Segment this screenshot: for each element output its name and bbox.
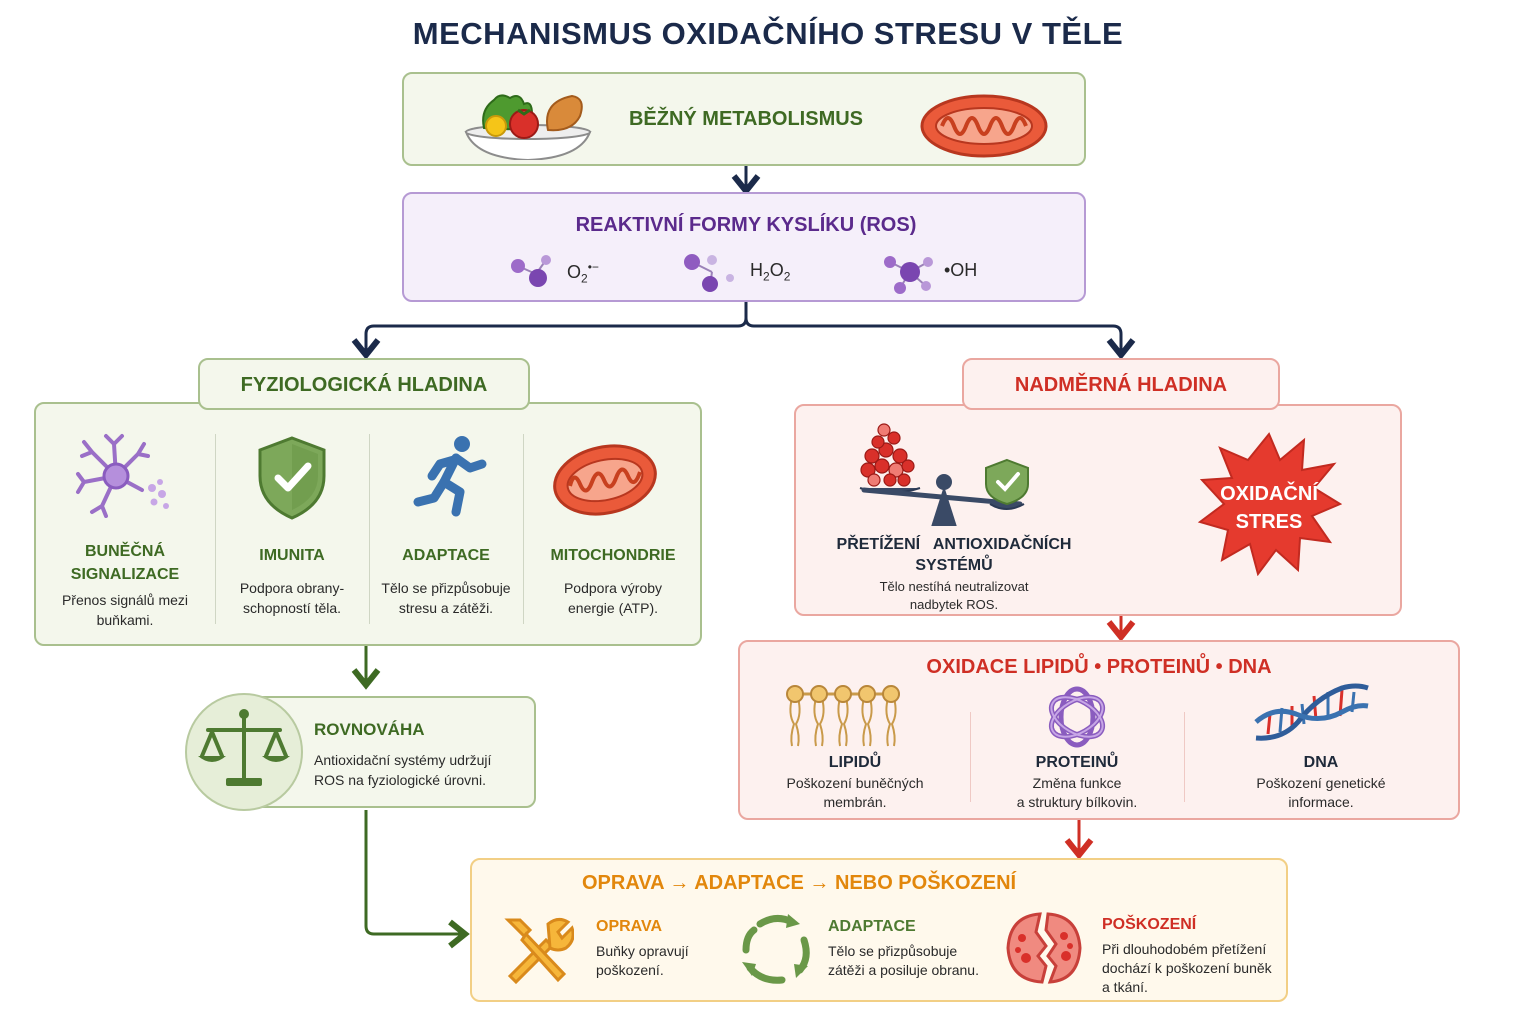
balance-title: ROVNOVÁHA xyxy=(314,720,425,739)
overloaded-scale-icon xyxy=(859,423,1029,526)
superoxide-molecule-icon xyxy=(511,255,551,287)
dna-title: DNA xyxy=(1303,754,1339,771)
mitochondria-title: MITOCHONDRIE xyxy=(550,547,676,564)
arrow-balance-to-outcome xyxy=(364,810,470,949)
ros-label: REAKTIVNÍ FORMY KYSLÍKU (ROS) xyxy=(575,214,917,236)
oxidative-stress-burst-icon xyxy=(1197,432,1342,576)
peroxide-molecule-icon xyxy=(684,254,734,292)
food-bowl-icon xyxy=(464,94,592,160)
ros-species-hydroxyl: •OH xyxy=(944,260,978,280)
outcome-adaptation-title: ADAPTACE xyxy=(828,918,916,935)
outcome-box: OPRAVA → ADAPTACE → NEBO POŠKOZENÍ OPRAV… xyxy=(470,858,1288,1002)
physiological-label: FYZIOLOGICKÁ HLADINA xyxy=(240,374,488,396)
adaptation-cycle-icon xyxy=(742,914,810,984)
repair-title: OPRAVA xyxy=(596,918,663,935)
mitochondria-icon xyxy=(920,94,1048,158)
damage-title: POŠKOZENÍ xyxy=(1102,916,1197,933)
immunity-desc: Podpora obrany-schopností těla. xyxy=(239,580,345,616)
ros-box: REAKTIVNÍ FORMY KYSLÍKU (ROS) O2•− H2O2 … xyxy=(402,192,1086,302)
immunity-title: IMUNITA xyxy=(259,547,325,564)
damaged-cell-icon xyxy=(1006,912,1082,984)
wrench-screwdriver-icon xyxy=(504,917,574,985)
divider xyxy=(523,434,524,624)
outcome-label: OPRAVA → ADAPTACE → NEBO POŠKOZENÍ xyxy=(582,872,1017,894)
hydroxyl-molecule-icon xyxy=(884,256,933,294)
mitochondria-icon xyxy=(553,444,657,516)
divider xyxy=(215,434,216,624)
runner-icon xyxy=(413,436,487,517)
protein-knot-icon xyxy=(1048,686,1106,748)
proteins-title: PROTEINŮ xyxy=(1035,754,1119,771)
divider xyxy=(369,434,370,624)
lipid-membrane-icon xyxy=(786,685,900,747)
ros-species-superoxide: O2•− xyxy=(567,260,599,286)
arrow-ros-split xyxy=(351,302,1136,360)
divider xyxy=(1184,712,1185,802)
divider xyxy=(970,712,971,802)
metabolism-label: BĚŽNÝ METABOLISMUS xyxy=(628,108,864,130)
shield-check-icon xyxy=(258,436,326,520)
neuron-icon xyxy=(76,434,169,518)
metabolism-box: BĚŽNÝ METABOLISMUS xyxy=(402,72,1086,166)
scale-balance-icon xyxy=(185,693,303,811)
dna-helix-icon xyxy=(1254,683,1369,741)
adaptation-title: ADAPTACE xyxy=(402,547,490,564)
page-title: MECHANISMUS OXIDAČNÍHO STRESU V TĚLE xyxy=(412,16,1124,51)
lipids-title: LIPIDŮ xyxy=(828,754,882,771)
ros-species-peroxide: H2O2 xyxy=(750,260,791,284)
oxidation-box: OXIDACE LIPIDŮ • PROTEINŮ • DNA LIPIDŮ P… xyxy=(738,640,1460,820)
excessive-label: NADMĚRNÁ HLADINA xyxy=(1014,374,1228,396)
oxidation-label: OXIDACE LIPIDŮ • PROTEINŮ • DNA xyxy=(926,656,1272,678)
excessive-header-box: NADMĚRNÁ HLADINA xyxy=(962,358,1280,410)
physiological-header-box: FYZIOLOGICKÁ HLADINA xyxy=(198,358,530,410)
